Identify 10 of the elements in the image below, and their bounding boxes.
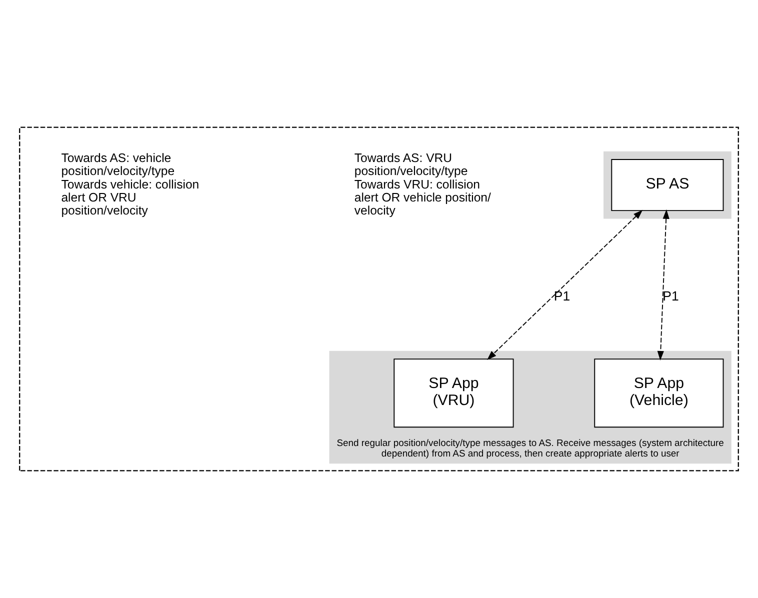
node-box: SP AS (611, 159, 724, 212)
arrow (487, 210, 643, 360)
label: Towards AS: VRU position/velocity/type Towards VRU: collision alert OR vehicle position/ velocity (354, 150, 491, 218)
edge-label: P1 (662, 288, 679, 304)
node-box: SP App (VRU) (394, 358, 514, 428)
label: Towards AS: vehicle position/velocity/type Towards vehicle: collision alert OR VRU position/velocity (61, 150, 200, 218)
node-box: SP App (Vehicle) (594, 358, 724, 428)
edge-label: P1 (554, 288, 570, 304)
arrow (657, 209, 670, 360)
cluster (19, 126, 739, 472)
